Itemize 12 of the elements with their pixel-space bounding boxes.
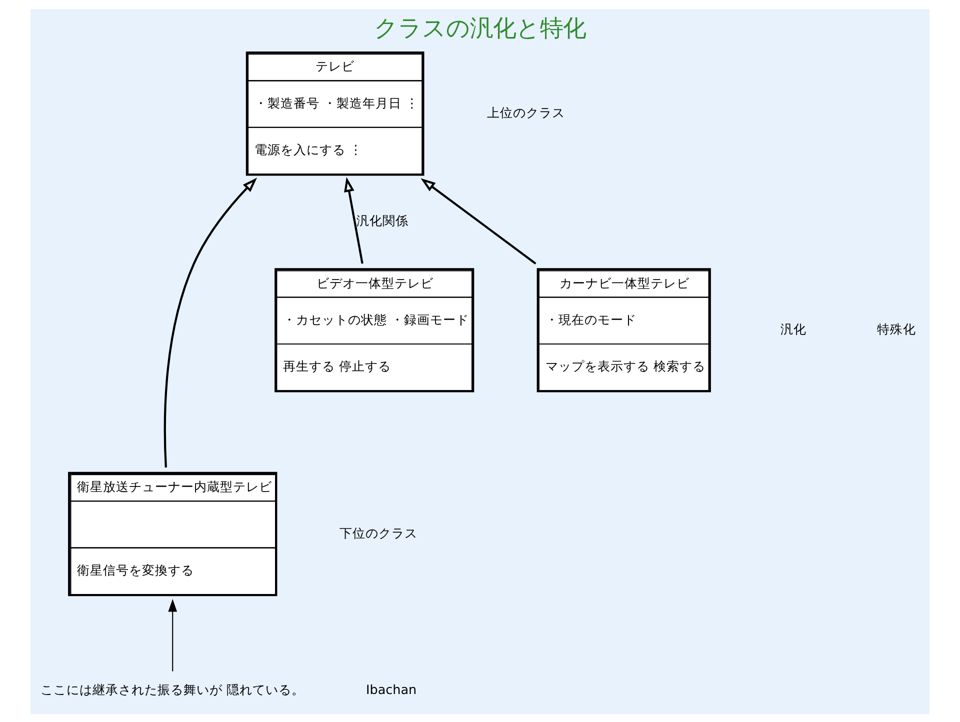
label: 汎化 [780, 322, 807, 337]
arrow [164, 177, 258, 468]
label: 上位のクラス [487, 105, 566, 120]
label: Ibachan [366, 682, 417, 698]
node-text: ここには継承された振る舞いが 隠れている。 [40, 682, 305, 698]
arrow [420, 178, 536, 264]
arrow [168, 598, 178, 671]
label: 特殊化 [877, 322, 916, 337]
arrow [344, 176, 364, 264]
edge-label: 汎化関係 [356, 214, 408, 229]
diagram-title: クラスの汎化と特化 [374, 14, 586, 42]
label: 下位のクラス [340, 526, 418, 541]
